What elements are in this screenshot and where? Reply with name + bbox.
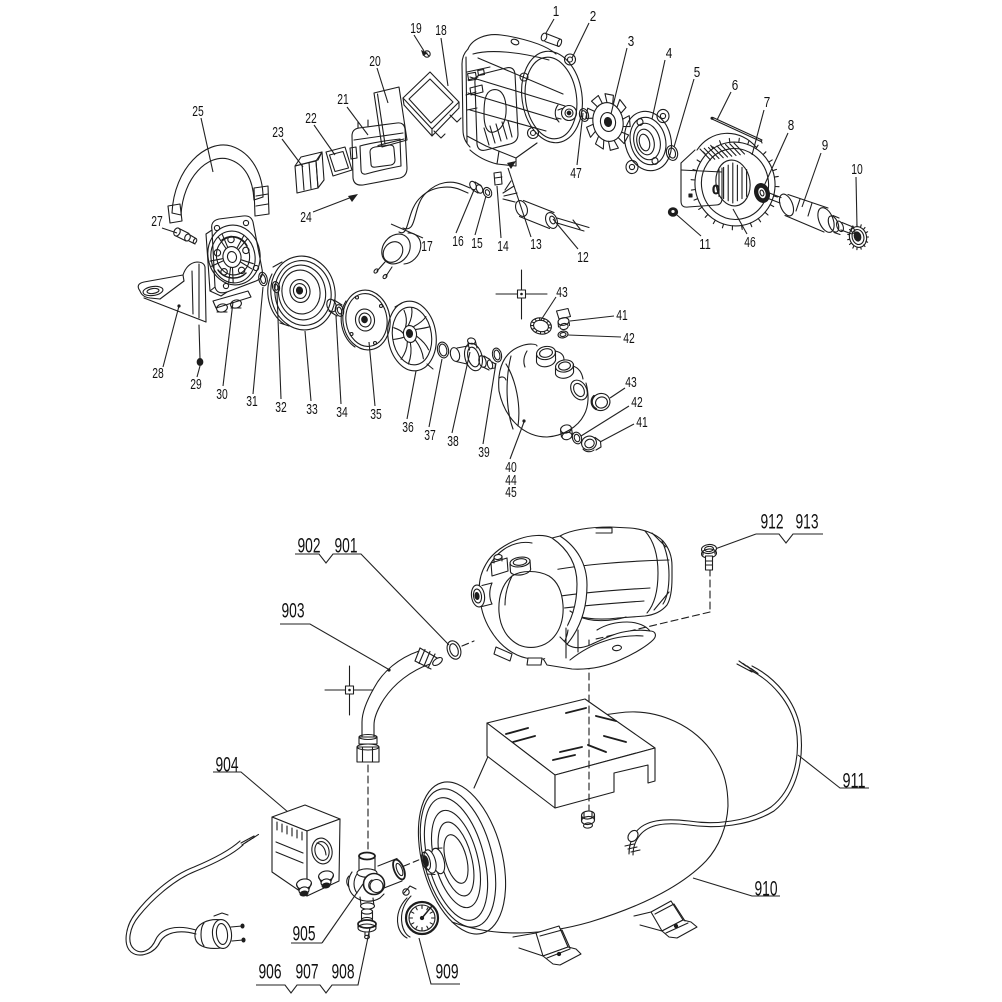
svg-text:21: 21 [337,92,349,108]
svg-text:13: 13 [530,237,542,253]
svg-text:23: 23 [272,125,284,141]
svg-text:20: 20 [369,54,381,70]
svg-text:2: 2 [590,9,597,25]
svg-text:0: 0 [712,182,719,197]
svg-text:913: 913 [796,511,819,534]
svg-text:18: 18 [435,23,447,39]
svg-text:3: 3 [628,34,635,50]
svg-text:9: 9 [822,138,829,154]
svg-text:8: 8 [788,118,795,134]
svg-text:42: 42 [631,395,643,411]
svg-text:38: 38 [447,434,459,450]
svg-text:11: 11 [699,237,711,253]
svg-text:909: 909 [436,961,459,984]
svg-text:34: 34 [336,405,348,421]
svg-text:32: 32 [275,400,287,416]
svg-text:28: 28 [152,366,164,382]
svg-text:30: 30 [216,387,228,403]
svg-text:29: 29 [190,377,202,393]
svg-text:10: 10 [851,162,863,178]
svg-text:908: 908 [332,961,355,984]
svg-text:19: 19 [410,21,422,37]
svg-text:39: 39 [478,445,490,461]
svg-text:910: 910 [755,878,778,901]
svg-text:903: 903 [282,600,305,623]
svg-text:14: 14 [497,239,509,255]
svg-text:35: 35 [370,407,382,423]
svg-text:911: 911 [843,770,866,793]
svg-text:40: 40 [505,460,517,476]
svg-text:1: 1 [553,4,560,20]
svg-text:6: 6 [732,78,739,94]
svg-text:42: 42 [623,331,635,347]
svg-text:901: 901 [335,535,358,558]
svg-text:17: 17 [421,239,433,255]
svg-text:43: 43 [625,375,637,391]
svg-text:24: 24 [300,210,312,226]
svg-text:16: 16 [452,234,464,250]
svg-text:43: 43 [556,285,568,301]
svg-text:41: 41 [616,308,628,324]
svg-text:41: 41 [636,415,648,431]
svg-text:36: 36 [402,420,414,436]
svg-text:905: 905 [293,923,316,946]
svg-text:33: 33 [306,402,318,418]
svg-text:912: 912 [761,511,784,534]
svg-text:4: 4 [666,46,673,62]
svg-text:5: 5 [694,65,701,81]
svg-text:7: 7 [764,95,771,111]
svg-text:46: 46 [744,235,756,251]
svg-text:904: 904 [216,754,239,777]
svg-text:27: 27 [151,214,163,230]
svg-text:31: 31 [246,394,258,410]
svg-text:37: 37 [424,428,436,444]
svg-text:907: 907 [296,961,319,984]
svg-text:22: 22 [305,111,317,127]
svg-text:25: 25 [192,104,204,120]
svg-text:906: 906 [259,961,282,984]
svg-text:12: 12 [577,250,589,266]
svg-text:15: 15 [471,236,483,252]
svg-text:47: 47 [570,166,582,182]
svg-text:45: 45 [505,485,517,501]
svg-text:902: 902 [298,535,321,558]
svg-text:44: 44 [505,473,517,489]
